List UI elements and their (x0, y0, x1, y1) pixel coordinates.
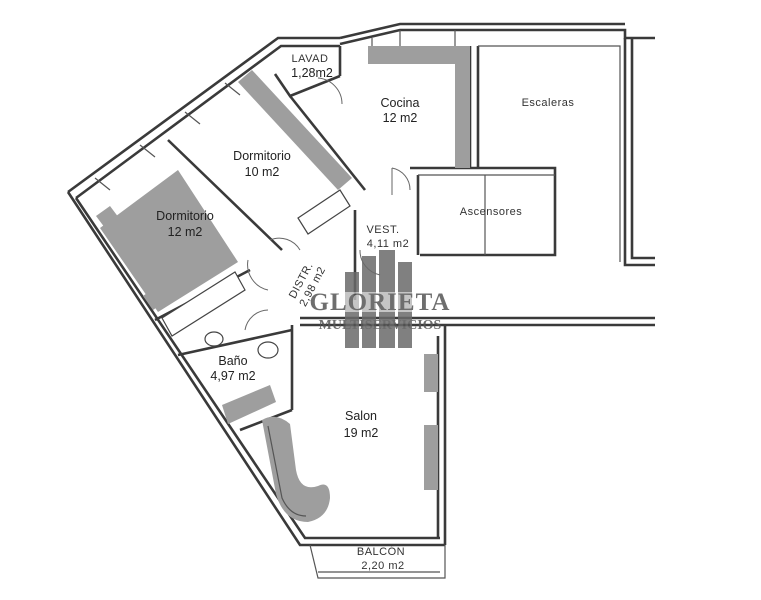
dormitorio2-area: 12 m2 (168, 225, 203, 239)
balcon-area: 2,20 m2 (361, 560, 404, 572)
cocina-area: 12 m2 (383, 111, 418, 125)
ascensores-name: Ascensores (460, 206, 522, 218)
watermark-title: GLORIETA (310, 289, 451, 316)
windows (94, 30, 456, 191)
watermark-subtitle: MULTISERVICIOS (319, 318, 442, 333)
building-icon (345, 250, 412, 348)
doors (244, 77, 411, 331)
lavadero-name: LAVAD (292, 53, 329, 65)
lavadero-area: 1,28m2 (291, 66, 333, 80)
bano-name: Baño (218, 354, 247, 368)
cocina-name: Cocina (381, 96, 420, 110)
salon-area: 19 m2 (344, 426, 379, 440)
furniture (96, 46, 470, 522)
balcon-name: BALCÓN (357, 545, 405, 558)
salon-name: Salon (345, 409, 377, 423)
vestibulo-name: VEST. (366, 224, 399, 236)
bano-area: 4,97 m2 (210, 369, 255, 383)
dormitorio1-area: 10 m2 (245, 165, 280, 179)
vestibulo-area: 4,11 m2 (367, 238, 409, 250)
watermark-logo: GLORIETA MULTISERVICIOS (310, 250, 451, 348)
escaleras-name: Escaleras (522, 97, 575, 109)
dormitorio2-name: Dormitorio (156, 209, 214, 223)
dormitorio1-name: Dormitorio (233, 149, 291, 163)
